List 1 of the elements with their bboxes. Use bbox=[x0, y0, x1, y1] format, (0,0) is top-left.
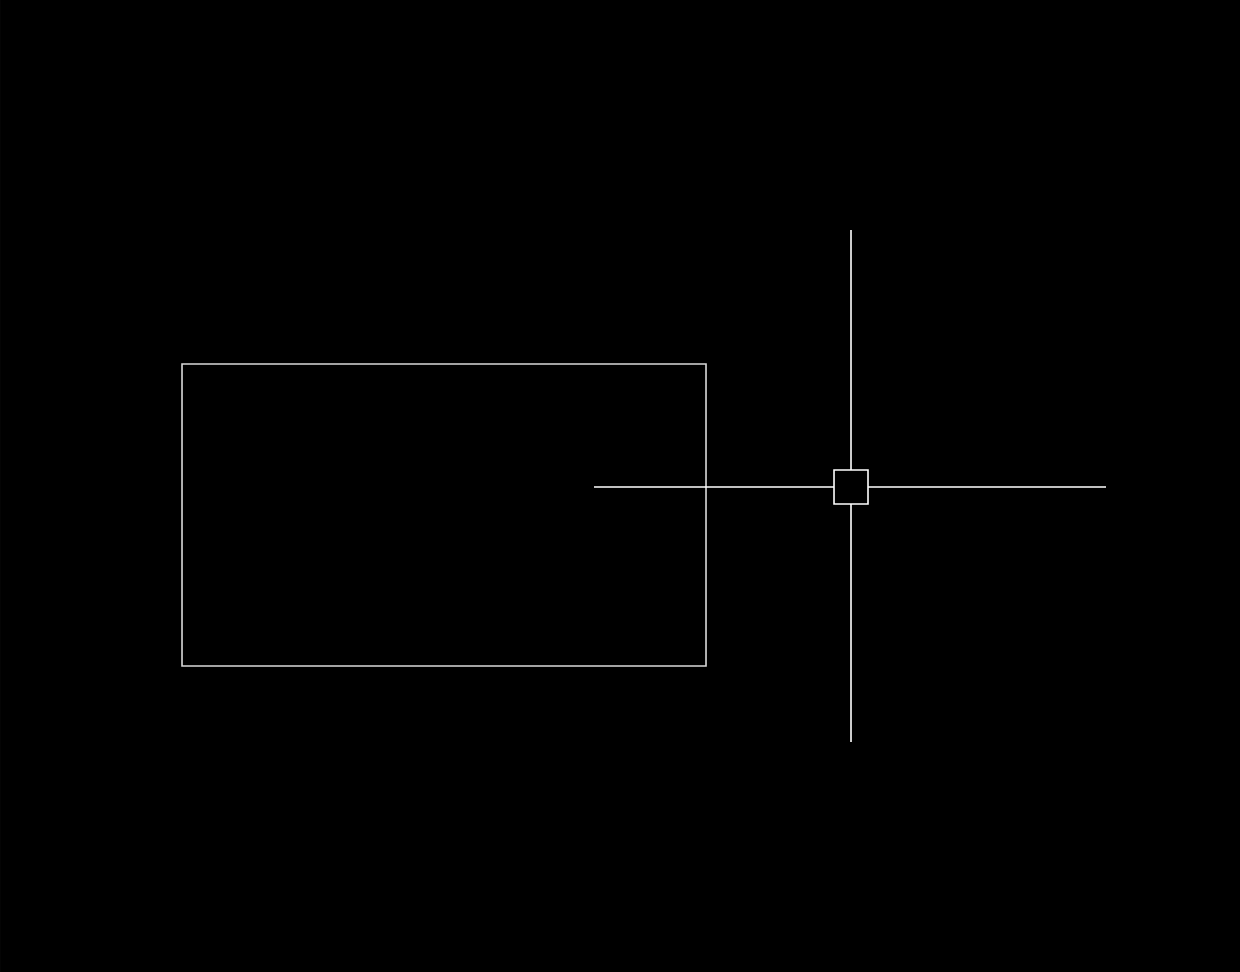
rectangle-shape bbox=[181, 363, 707, 667]
